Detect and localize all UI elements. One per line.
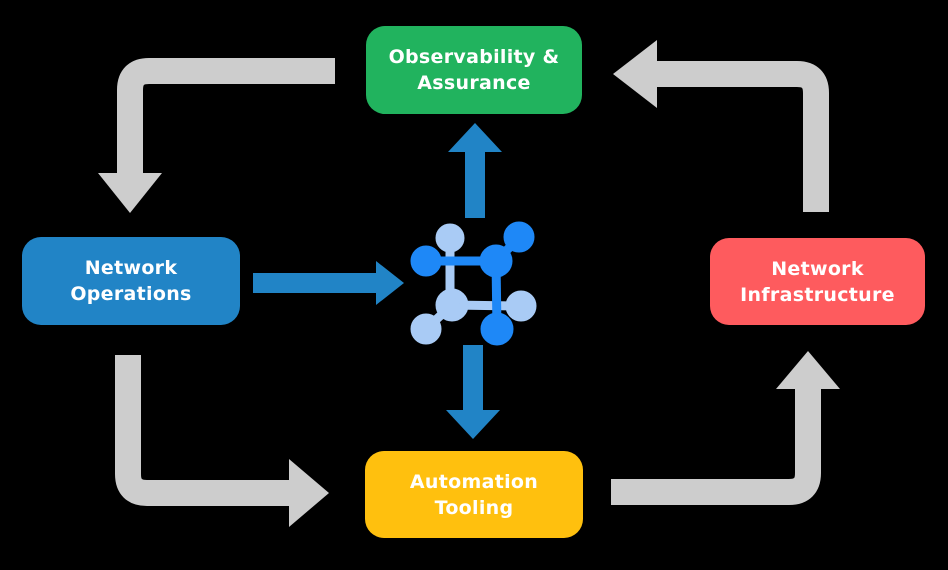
- arrow-operations-to-automation: [115, 355, 329, 527]
- node-observability-assurance: Observability & Assurance: [366, 26, 582, 114]
- arrow-infrastructure-to-observability: [613, 40, 829, 212]
- node-label-line: Infrastructure: [740, 283, 895, 306]
- node-label-line: Operations: [70, 283, 192, 305]
- arrow-hub-to-automation: [446, 345, 500, 439]
- node-label-line: Network: [771, 257, 864, 280]
- node-network-infrastructure: Network Infrastructure: [710, 238, 925, 325]
- node-label-line: Automation: [409, 470, 539, 493]
- network-mesh-icon: [410, 221, 537, 346]
- node-label-line: Assurance: [417, 72, 531, 94]
- node-label-line: Observability &: [388, 46, 560, 68]
- node-label-line: Network: [84, 257, 178, 279]
- node-automation-tooling: Automation Tooling: [365, 451, 583, 538]
- arrow-hub-to-observability: [448, 123, 502, 218]
- arrow-automation-to-infrastructure: [611, 351, 840, 505]
- node-label-line: Tooling: [434, 496, 514, 519]
- arrow-operations-to-hub: [253, 261, 404, 305]
- node-network-operations: Network Operations: [22, 237, 240, 325]
- arrow-observability-to-operations: [98, 58, 335, 213]
